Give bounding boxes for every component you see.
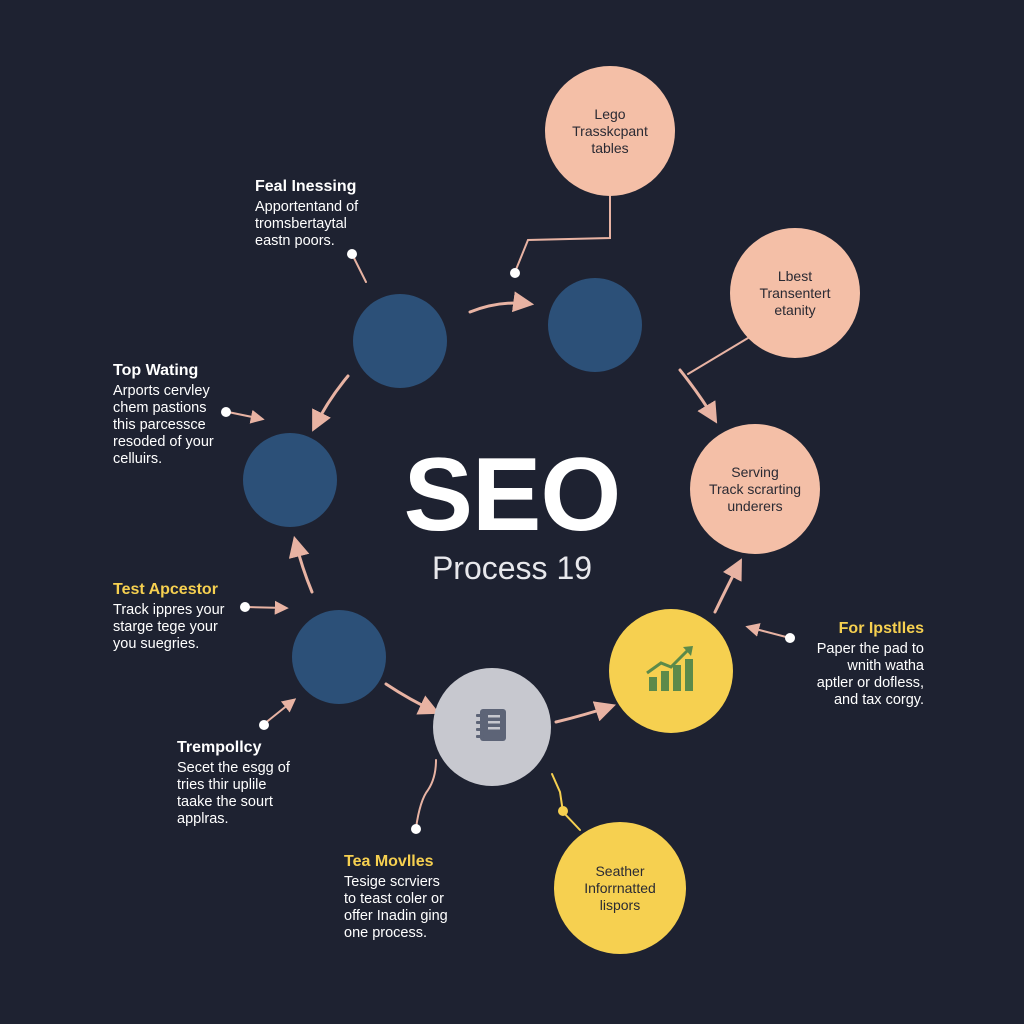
pointer-line (351, 253, 367, 283)
node-blue-left (243, 433, 337, 527)
label-heading: Test Apcestor (113, 581, 218, 598)
node-lego: Lego Trasskcpant tables (545, 66, 675, 196)
label-heading: Tea Movlles (344, 853, 434, 870)
diagram-title: SEO Process 19 (330, 440, 694, 586)
cycle-arrow (678, 368, 718, 424)
label-body: Track ippres your starge tege your you s… (113, 602, 225, 652)
label-feal-inessing: Feal Inessing Apportentand of tromsberta… (255, 178, 358, 250)
cycle-arrow (312, 374, 350, 432)
title-sub: Process 19 (431, 550, 593, 586)
label-trempolicy: Trempollcy Secet the esgg of tries thir … (177, 739, 290, 828)
pointer-dot (240, 602, 250, 612)
node-blue-top-left (353, 294, 447, 388)
cycle-arrow (288, 535, 314, 594)
node-lego-text: Lego Trasskcpant tables (572, 105, 648, 156)
pointer-line (263, 698, 297, 725)
cycle-arrow (468, 291, 535, 314)
pointer-line (227, 409, 265, 424)
pointer-line (245, 600, 289, 615)
node-blue-top-right (548, 278, 642, 372)
pointer-line (415, 759, 437, 829)
pointer-dot-yellow (558, 806, 568, 816)
node-seather-text: Seather Inforrnatted lispors (584, 862, 656, 913)
pointer-dot (221, 407, 231, 417)
node-lbest-text: Lbest Transentert etanity (759, 267, 831, 318)
label-heading: Trempollcy (177, 739, 262, 756)
node-serving: Serving Track scrarting underers (690, 424, 820, 554)
pointer-dot (785, 633, 795, 643)
pointer-dot (510, 268, 520, 278)
node-growth (609, 609, 733, 733)
label-heading: Top Wating (113, 362, 199, 379)
cycle-arrow (384, 682, 440, 715)
label-body: Tesige scrviers to teast coler or offer … (344, 874, 448, 941)
label-top-wating: Top Wating Arports cervley chem pastions… (113, 362, 214, 468)
label-body: Paper the pad to wnith watha aptler or d… (816, 641, 924, 708)
node-lbest: Lbest Transentert etanity (730, 228, 860, 358)
label-body: Apportentand of tromsbertaytal eastn poo… (255, 199, 359, 249)
bar-chart-growth-icon (643, 641, 699, 702)
pointer-dot (347, 249, 357, 259)
label-tea-movies: Tea Movlles Tesige scrviers to teast col… (344, 853, 448, 942)
pointer-dot (259, 720, 269, 730)
pointer-line (687, 337, 749, 375)
pointer-dot (411, 824, 421, 834)
label-heading: For Ipstlles (838, 620, 924, 637)
pointer-line-yellow (551, 773, 581, 831)
notebook-icon (470, 703, 514, 752)
cycle-arrow (713, 558, 742, 614)
node-serving-text: Serving Track scrarting underers (708, 463, 802, 514)
node-notebook (433, 668, 551, 786)
title-main: SEO (403, 437, 622, 553)
label-heading: Feal Inessing (255, 178, 357, 195)
node-blue-bottom-left (292, 610, 386, 704)
label-body: Arports cervley chem pastions this parce… (113, 383, 214, 467)
label-test-apcestor: Test Apcestor Track ippres your starge t… (113, 581, 224, 653)
pointer-line (514, 191, 611, 273)
pointer-line (745, 623, 791, 639)
label-body: Secet the esgg of tries thir uplile taak… (177, 760, 290, 827)
label-for-ipstiles: For Ipstlles Paper the pad to wnith wath… (817, 620, 924, 709)
node-seather: Seather Inforrnatted lispors (554, 822, 686, 954)
cycle-arrow (554, 701, 616, 724)
